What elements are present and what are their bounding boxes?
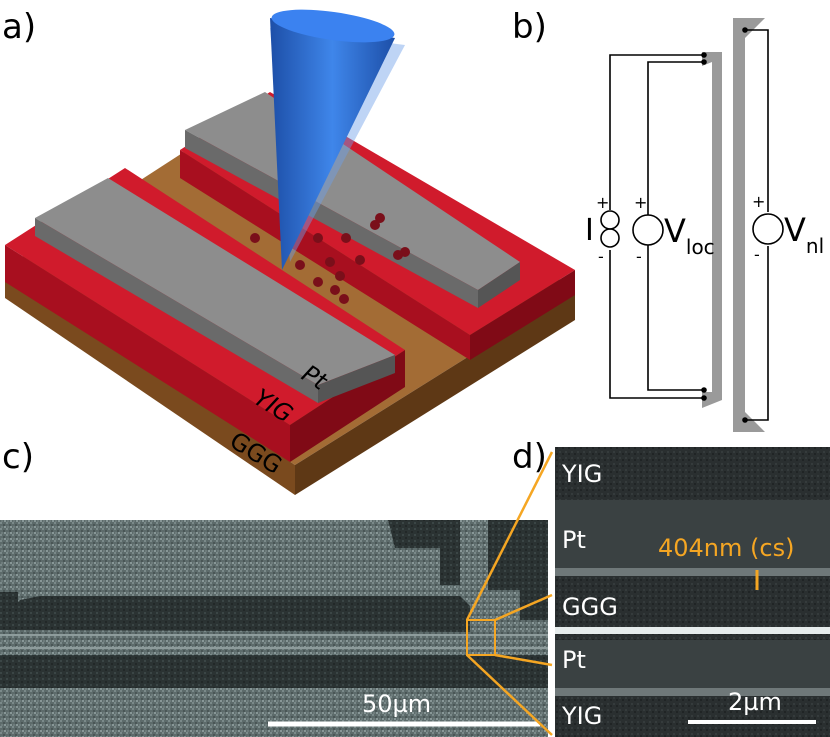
zoom-region-box	[466, 619, 496, 656]
current-minus: -	[598, 247, 604, 266]
pt-back-end	[478, 262, 520, 308]
vloc-label: Vloc	[664, 212, 715, 259]
pt-back-top	[185, 92, 520, 290]
current-source-icon	[600, 210, 620, 230]
vloc-sub: loc	[686, 235, 715, 259]
gap-width-annotation: 404nm (cs)	[658, 534, 794, 562]
zoom-connectors	[465, 451, 554, 736]
zoom-layer-ggg: GGG	[562, 593, 618, 621]
vnl-sub: nl	[806, 234, 824, 258]
current-plus: +	[596, 193, 609, 212]
panel-a-label: a)	[2, 7, 36, 47]
vloc-minus: -	[636, 247, 642, 266]
pt-front-top	[35, 178, 395, 385]
yig-front-face	[5, 245, 290, 462]
vnl-main: V	[784, 211, 806, 249]
vnl-label: Vnl	[784, 211, 824, 258]
left-electrode-top-tab	[702, 52, 722, 66]
vnl-plus: +	[752, 192, 765, 211]
yig-back-face	[180, 150, 470, 360]
pt-front-face	[35, 218, 318, 403]
zoom-layer-pt-top: Pt	[562, 526, 586, 554]
panel-b-labels: I + - + - Vloc + - Vnl	[585, 192, 824, 266]
ggg-side	[295, 290, 575, 495]
vnl-minus: -	[754, 245, 760, 264]
scalebar-50um-label: 50µm	[362, 690, 431, 718]
panel-c-sem: 50µm	[0, 520, 548, 737]
yig-back-end	[470, 270, 575, 360]
panel-b-circuit	[600, 18, 784, 432]
local-voltmeter-icon	[632, 214, 664, 246]
zoom-layer-pt-bottom: Pt	[562, 646, 586, 674]
scalebar-2um-label: 2µm	[728, 688, 782, 716]
panel-b-label: b)	[512, 7, 547, 47]
current-label: I	[585, 213, 594, 248]
right-electrode	[733, 18, 765, 432]
vloc-main: V	[664, 212, 686, 250]
panel-c-label: c)	[2, 437, 34, 477]
panel-d-label: d)	[512, 437, 547, 477]
pt-back-face	[185, 130, 478, 308]
left-electrode	[702, 52, 722, 408]
nonlocal-voltmeter-icon	[752, 213, 784, 245]
panel-a-device: Pt YIG GGG	[5, 9, 575, 495]
zoom-layer-yig-bottom: YIG	[561, 702, 602, 730]
laser-beam	[270, 9, 405, 270]
vloc-plus: +	[634, 193, 647, 212]
pt-front-end	[318, 355, 395, 403]
magnon-particles	[250, 213, 410, 304]
zoom-layer-yig-top: YIG	[561, 460, 602, 488]
panel-d-sem: YIG Pt GGG Pt YIG 404nm (cs) 2µm	[555, 447, 830, 737]
